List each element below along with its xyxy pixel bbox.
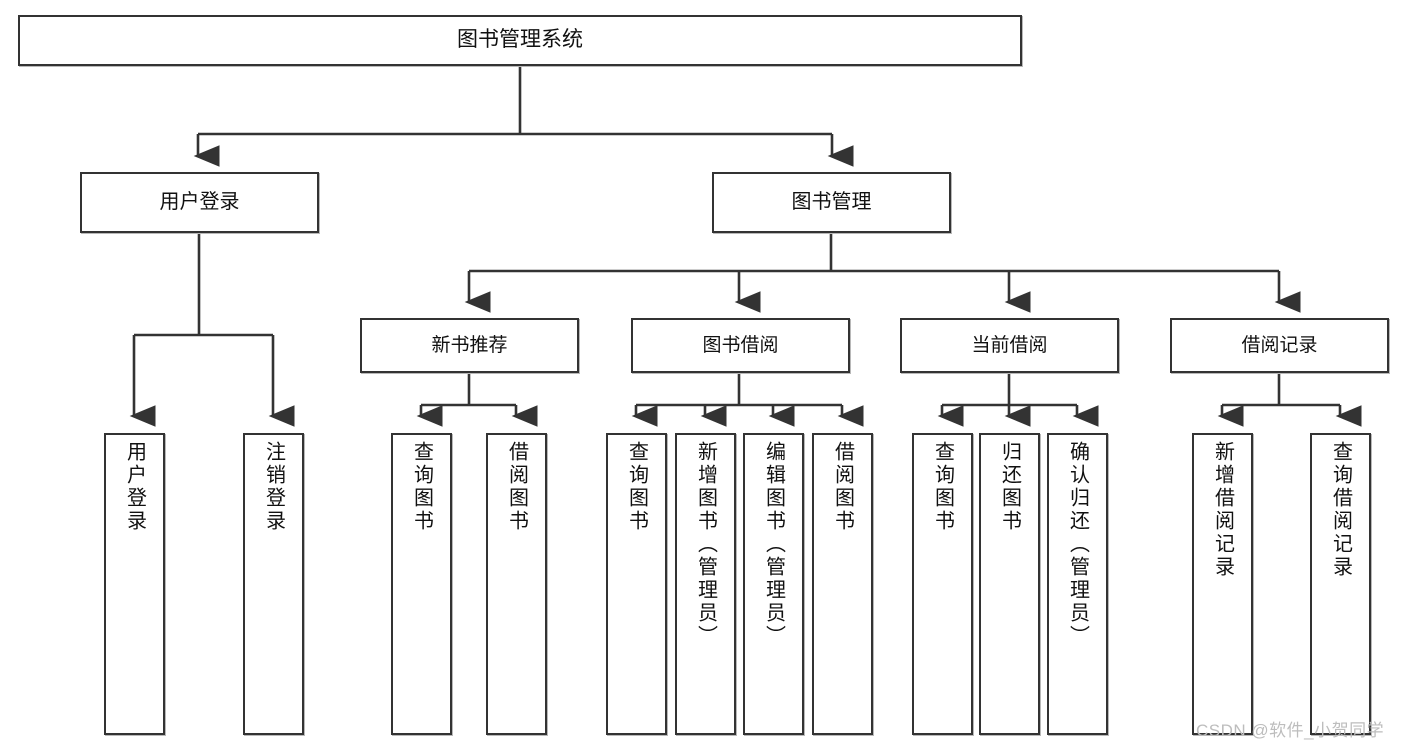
node-leaf-query-book-recommend[interactable]: 查询图书 (391, 433, 452, 735)
node-leaf-confirm-return-admin[interactable]: 确认归还（管理员） (1047, 433, 1108, 735)
node-label: 当前借阅 (971, 334, 1048, 356)
node-label: 新增借阅记录 (1211, 441, 1234, 579)
node-borrow-record[interactable]: 借阅记录 (1170, 318, 1389, 373)
csdn-watermark: CSDN @软件_小贺同学 (1196, 721, 1385, 740)
node-label: 借阅图书 (831, 441, 854, 533)
node-label: 图书借阅 (702, 334, 779, 356)
node-label: 查询图书 (931, 441, 954, 533)
node-leaf-lend-book[interactable]: 借阅图书 (812, 433, 873, 735)
node-label: 用户登录 (159, 191, 240, 213)
node-leaf-add-book-admin[interactable]: 新增图书（管理员） (675, 433, 736, 735)
node-leaf-query-book[interactable]: 查询图书 (606, 433, 667, 735)
node-label: 用户登录 (123, 441, 146, 533)
node-label: 注销登录 (262, 441, 285, 533)
node-leaf-add-borrow-record[interactable]: 新增借阅记录 (1192, 433, 1253, 735)
node-leaf-user-logout[interactable]: 注销登录 (243, 433, 304, 735)
node-book-management-system[interactable]: 图书管理系统 (18, 15, 1022, 66)
node-label: 借阅记录 (1241, 334, 1318, 356)
node-label: 编辑图书（管理员） (762, 441, 785, 648)
node-label: 查询借阅记录 (1329, 441, 1352, 579)
node-label: 新增图书（管理员） (694, 441, 717, 648)
node-label: 查询图书 (410, 441, 433, 533)
node-user-login[interactable]: 用户登录 (80, 172, 319, 233)
node-book-borrow[interactable]: 图书借阅 (631, 318, 850, 373)
node-current-borrow[interactable]: 当前借阅 (900, 318, 1119, 373)
node-leaf-edit-book-admin[interactable]: 编辑图书（管理员） (743, 433, 804, 735)
node-label: 图书管理 (791, 191, 872, 213)
node-leaf-borrow-book-recommend[interactable]: 借阅图书 (486, 433, 547, 735)
node-label: 归还图书 (998, 441, 1021, 533)
node-leaf-user-login[interactable]: 用户登录 (104, 433, 165, 735)
node-label: 新书推荐 (431, 334, 508, 356)
node-new-book-recommend[interactable]: 新书推荐 (360, 318, 579, 373)
node-label: 借阅图书 (505, 441, 528, 533)
node-leaf-return-book[interactable]: 归还图书 (979, 433, 1040, 735)
node-book-management[interactable]: 图书管理 (712, 172, 951, 233)
node-label: 查询图书 (625, 441, 648, 533)
node-leaf-query-borrow-record[interactable]: 查询借阅记录 (1310, 433, 1371, 735)
node-label: 图书管理系统 (457, 28, 583, 52)
node-label: 确认归还（管理员） (1066, 441, 1089, 648)
node-leaf-query-book-current[interactable]: 查询图书 (912, 433, 973, 735)
